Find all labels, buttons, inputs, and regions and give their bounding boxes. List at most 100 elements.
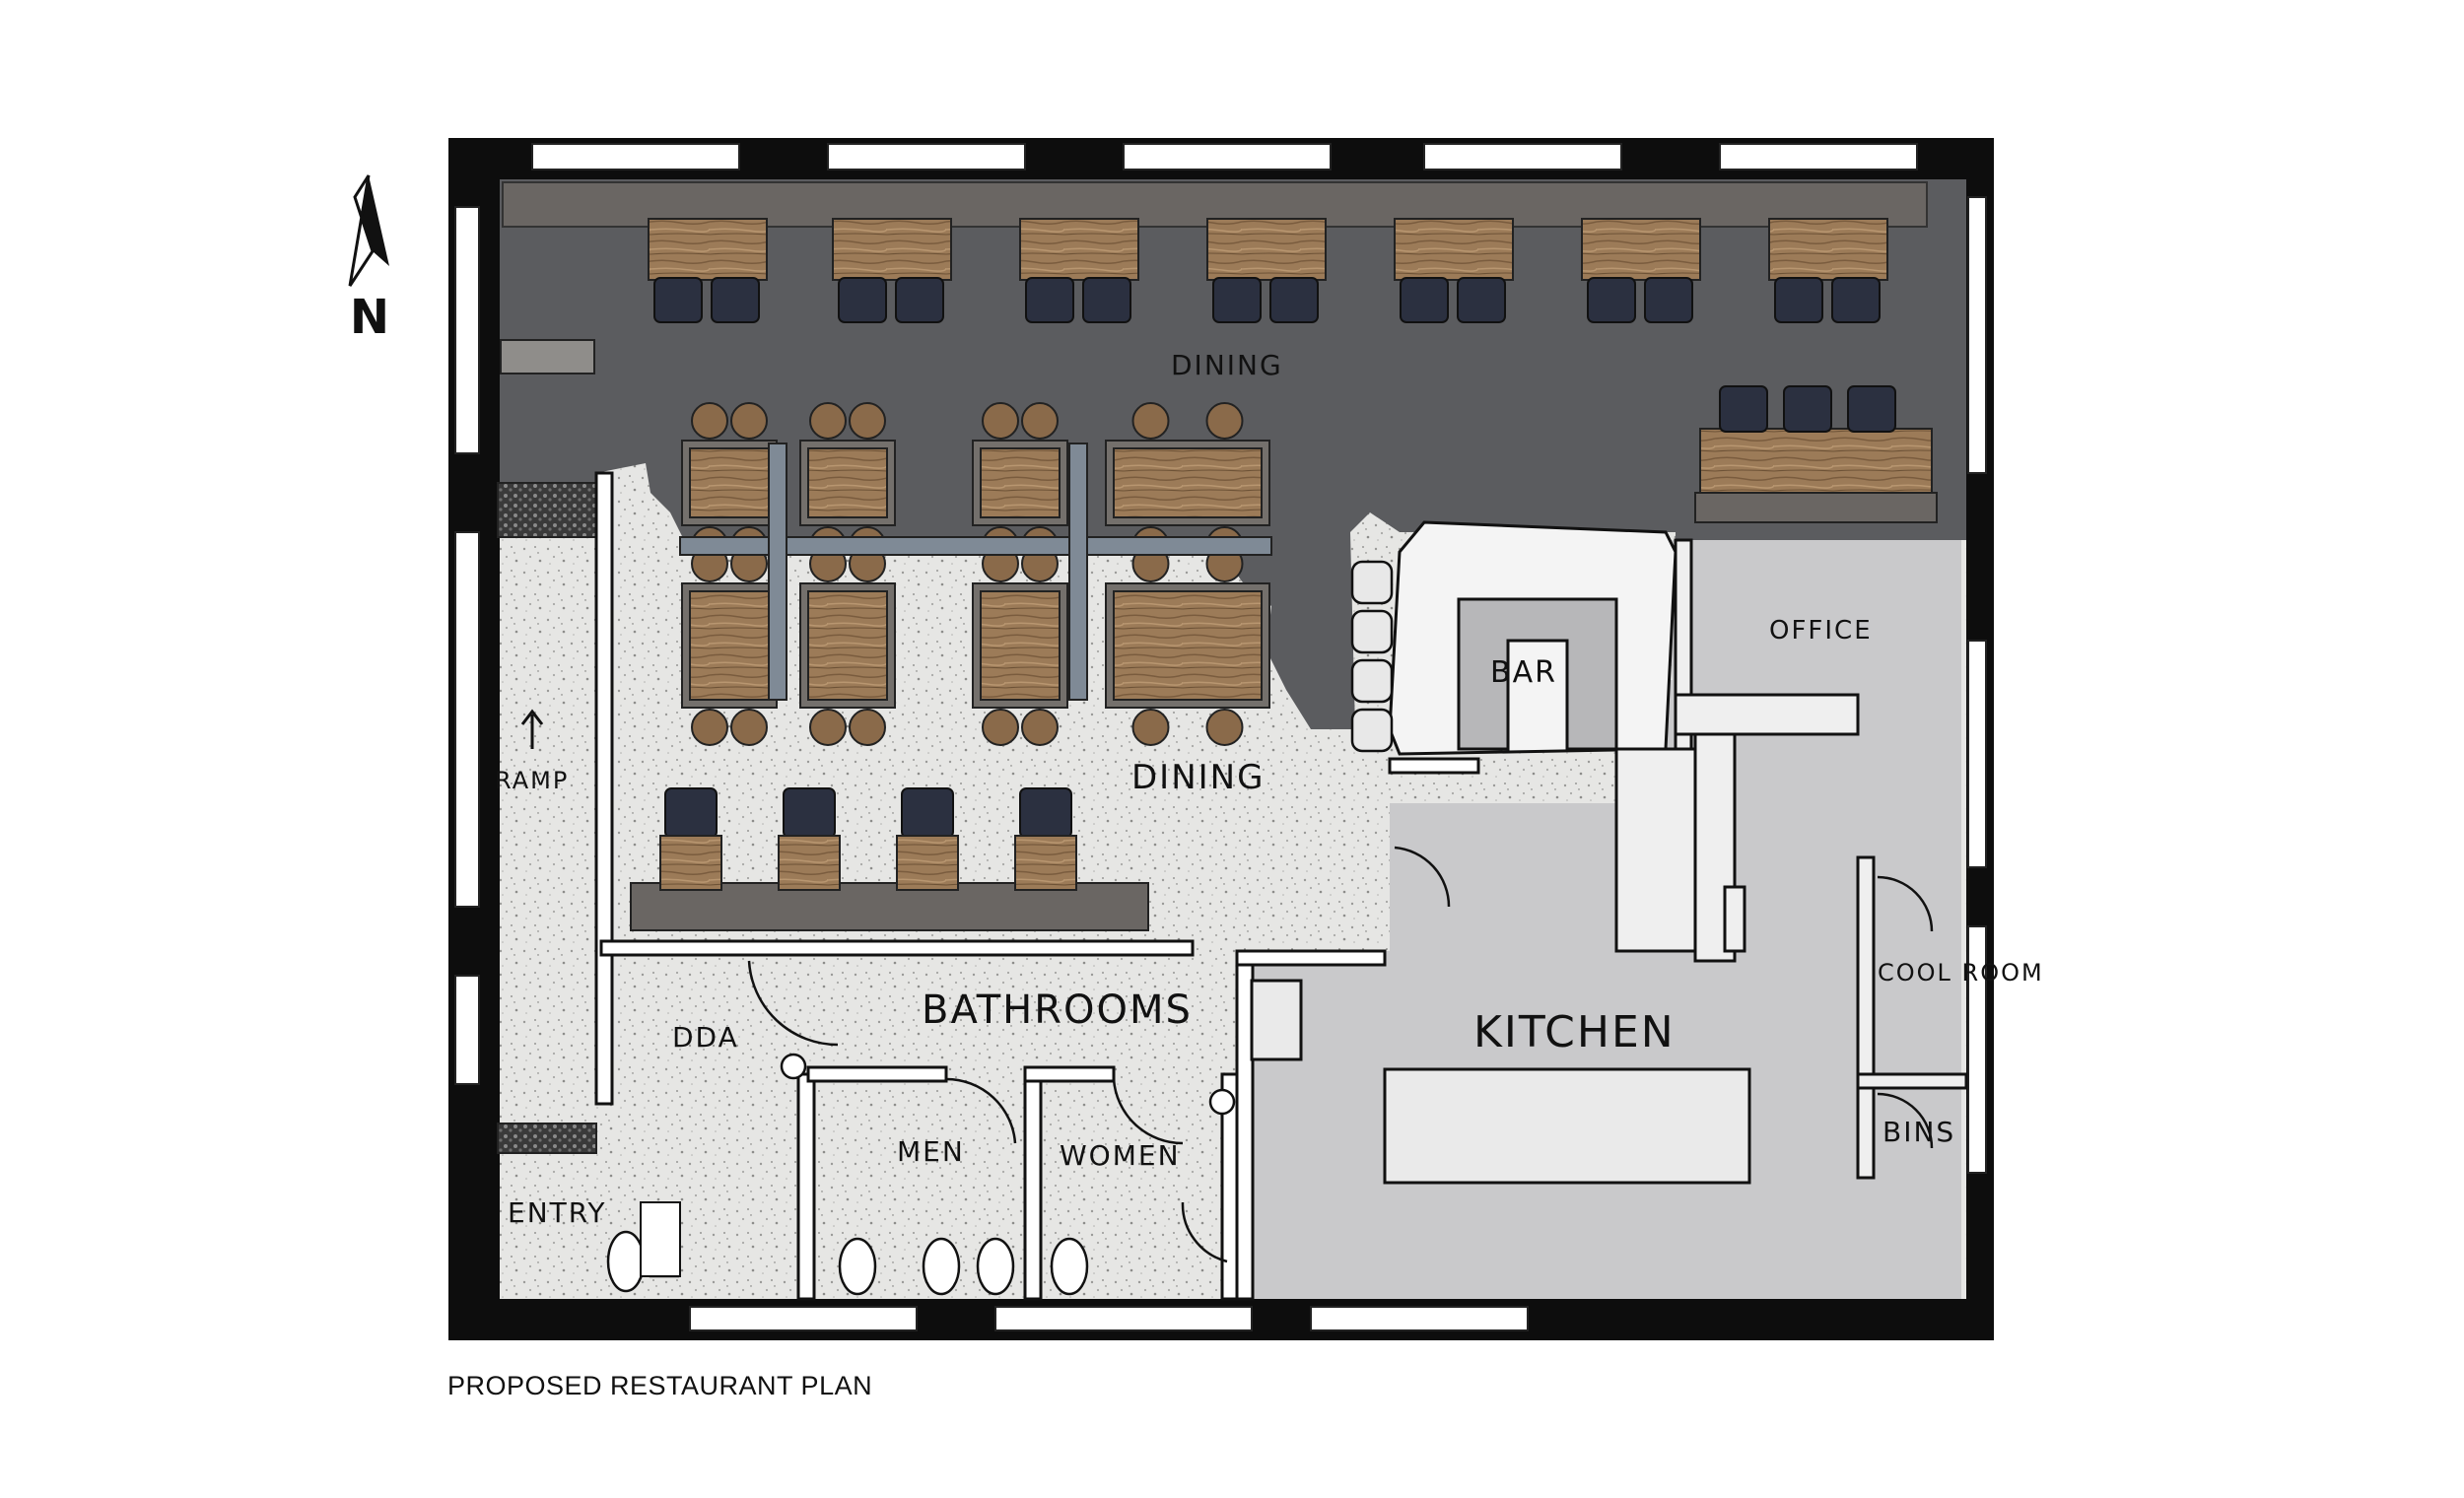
- round-chair: [730, 709, 768, 746]
- booth-clusters: [679, 402, 1272, 746]
- north-table: [1206, 218, 1327, 281]
- dining-chair: [1212, 277, 1262, 323]
- north-marker: N: [350, 290, 391, 345]
- dining-chair: [1644, 277, 1693, 323]
- kitchen-island: [1383, 1067, 1751, 1185]
- east-chair-row: [1719, 385, 1896, 433]
- dining-chair: [1831, 277, 1881, 323]
- label-dda: DDA: [672, 1021, 739, 1054]
- booth-divider: [768, 443, 787, 701]
- entry-mat: [497, 1123, 597, 1154]
- booth-table: [1113, 447, 1263, 518]
- dining-chair: [1400, 277, 1449, 323]
- east-banquette: [1694, 492, 1938, 523]
- booth-table: [807, 447, 888, 518]
- round-chair: [809, 709, 847, 746]
- round-chair: [849, 709, 886, 746]
- booth-divider: [1068, 443, 1088, 701]
- ramp-arrow: [520, 709, 544, 749]
- north-table: [1394, 218, 1514, 281]
- label-kitchen: KITCHEN: [1473, 1007, 1676, 1057]
- booth-divider: [679, 536, 1272, 556]
- round-chair: [1131, 709, 1170, 746]
- bar-stool: [1350, 708, 1394, 753]
- dining-chair: [711, 277, 760, 323]
- label-ramp: RAMP: [495, 767, 569, 794]
- label-office: OFFICE: [1769, 616, 1873, 646]
- north-arrow-icon: [348, 174, 389, 287]
- entry-bench: [640, 1201, 681, 1277]
- dining-chair: [1025, 277, 1074, 323]
- label-cool-room: COOL ROOM: [1878, 959, 2044, 987]
- south-table: [778, 835, 841, 891]
- bar-stool: [1350, 658, 1394, 704]
- dining-chair: [1774, 277, 1823, 323]
- dining-chair: [838, 277, 887, 323]
- label-dining-north: DINING: [1171, 349, 1283, 381]
- dining-chair: [1783, 385, 1832, 433]
- bar-inner: [1457, 597, 1618, 751]
- booth-table: [689, 447, 770, 518]
- dining-chair: [1019, 787, 1072, 839]
- plan-caption: PROPOSED RESTAURANT PLAN: [447, 1371, 873, 1400]
- dining-chair: [901, 787, 954, 839]
- round-chair: [1205, 402, 1244, 440]
- bar-stools: [1350, 560, 1394, 753]
- interior-walls: [594, 471, 1480, 1301]
- dining-chair: [664, 787, 718, 839]
- round-chair: [1021, 709, 1059, 746]
- console-table: [500, 339, 595, 374]
- booth-table: [980, 590, 1061, 701]
- dining-chair: [1457, 277, 1506, 323]
- round-chair: [691, 402, 728, 440]
- north-table: [1019, 218, 1139, 281]
- label-bathrooms: BATHROOMS: [922, 987, 1193, 1033]
- round-chair: [809, 402, 847, 440]
- label-bins: BINS: [1882, 1116, 1955, 1148]
- round-chair: [982, 709, 1019, 746]
- north-table: [832, 218, 952, 281]
- dining-chair: [1587, 277, 1636, 323]
- booth-table: [1113, 590, 1263, 701]
- booth-table: [807, 590, 888, 701]
- label-bar: BAR: [1490, 655, 1557, 690]
- label-women: WOMEN: [1060, 1139, 1181, 1172]
- round-chair: [849, 402, 886, 440]
- door-swings: [747, 846, 1934, 1263]
- north-table: [1581, 218, 1701, 281]
- round-chair: [730, 402, 768, 440]
- office-walls: [1614, 538, 1968, 1180]
- round-chair: [982, 402, 1019, 440]
- label-men: MEN: [897, 1135, 965, 1168]
- dining-chair: [1269, 277, 1319, 323]
- round-chair: [1205, 709, 1244, 746]
- booth-table: [980, 447, 1061, 518]
- dining-chair: [653, 277, 703, 323]
- dining-chair: [1847, 385, 1896, 433]
- round-chair: [691, 709, 728, 746]
- north-table: [1768, 218, 1888, 281]
- south-table: [896, 835, 959, 891]
- north-table: [648, 218, 768, 281]
- round-chair: [1021, 402, 1059, 440]
- east-communal-table: [1699, 428, 1933, 499]
- booth-table: [689, 590, 770, 701]
- label-dining-main: DINING: [1131, 758, 1265, 797]
- planter: [497, 482, 597, 538]
- bar-stool: [1350, 560, 1394, 605]
- dining-chair: [1082, 277, 1131, 323]
- north-table-row: [648, 218, 1888, 323]
- south-table: [1014, 835, 1077, 891]
- bar-stool: [1350, 609, 1394, 654]
- south-table: [659, 835, 722, 891]
- round-chair: [1131, 402, 1170, 440]
- dining-chair: [895, 277, 944, 323]
- dining-chair: [1719, 385, 1768, 433]
- dining-chair: [783, 787, 836, 839]
- south-table-row: [659, 787, 1077, 891]
- label-entry: ENTRY: [508, 1196, 607, 1229]
- exterior-walls: [448, 138, 1994, 1340]
- kitchen-sink: [1250, 979, 1303, 1061]
